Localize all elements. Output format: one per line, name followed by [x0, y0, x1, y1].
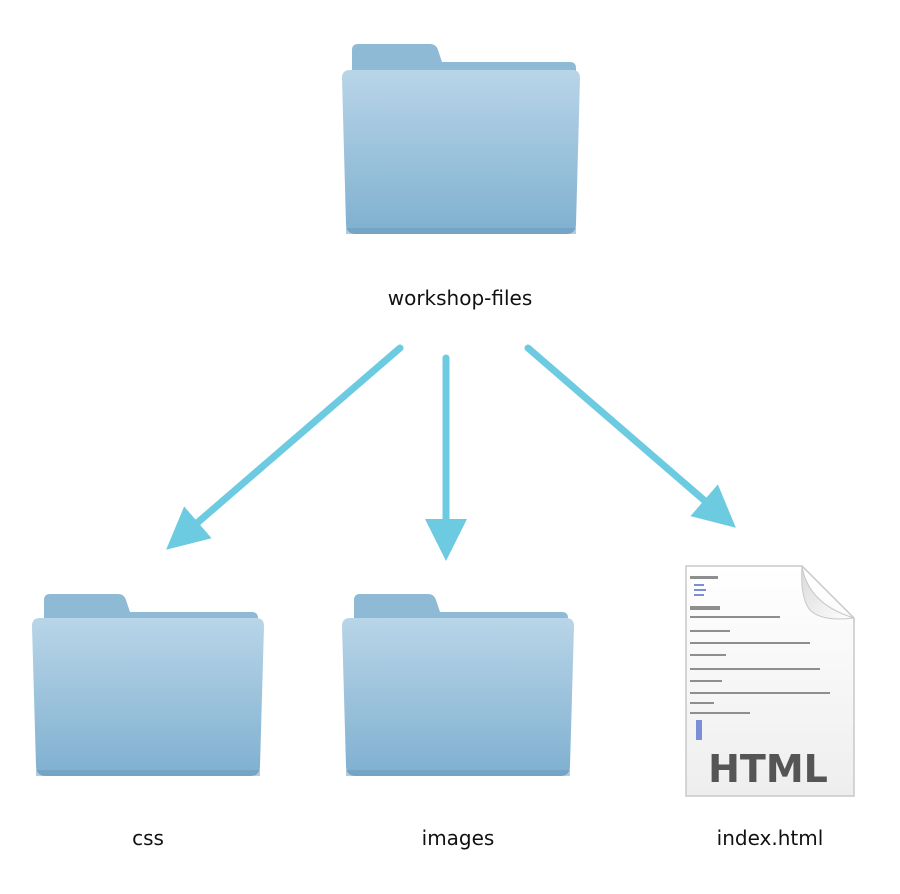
- arrow-to-index-html: [524, 344, 736, 528]
- folder-icon: [32, 594, 264, 776]
- index-html-file-node[interactable]: HTML: [682, 560, 858, 800]
- html-file-icon: HTML: [685, 565, 855, 797]
- root-folder-node[interactable]: [334, 40, 588, 240]
- css-folder-node[interactable]: [26, 590, 270, 780]
- index-html-label: index.html: [716, 826, 824, 850]
- images-folder-node[interactable]: [336, 590, 580, 780]
- arrow-to-css: [166, 344, 404, 550]
- html-icon-text: HTML: [708, 747, 828, 791]
- css-folder-label: css: [132, 826, 164, 850]
- page-thumbnail-lines: [690, 576, 830, 740]
- folder-icon: [342, 594, 574, 776]
- root-folder-label: workshop-files: [387, 286, 533, 310]
- images-folder-label: images: [421, 826, 495, 850]
- folder-icon: [342, 44, 580, 234]
